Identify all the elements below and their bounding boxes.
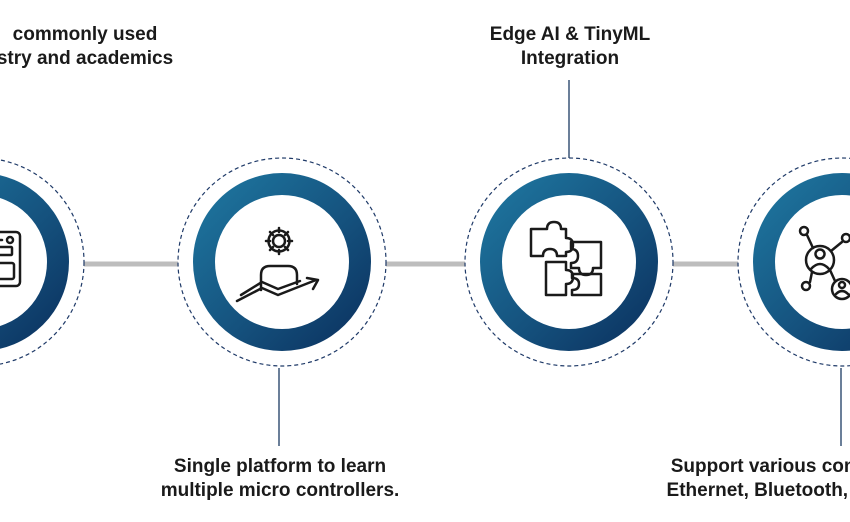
step-3-caption-line-2: Integration (520, 48, 620, 69)
icon-disc (502, 195, 636, 329)
step-2-caption: Single platform to learn multiple micro … (150, 455, 410, 503)
icon-disc (215, 195, 349, 329)
step-4-caption-line-2: Ethernet, Bluetooth, Zigb (666, 480, 850, 501)
step-4-caption: Support various commu Ethernet, Bluetoot… (610, 455, 850, 503)
step-4-caption-line-1: Support various commu (670, 456, 850, 477)
step-node-3 (464, 157, 674, 367)
step-1-caption-line-2: stry and academics (0, 48, 174, 69)
step-2-caption-line-2: multiple micro controllers. (160, 480, 400, 501)
step-2-caption-line-1: Single platform to learn (173, 456, 387, 477)
step-3-caption-line-1: Edge AI & TinyML (489, 24, 651, 45)
icon-disc (0, 198, 47, 326)
step-node-1 (0, 159, 85, 365)
puzzle-icon (529, 220, 603, 297)
step-1-caption: commonly used stry and academics (0, 23, 200, 71)
step-node-2 (177, 157, 387, 367)
network-people-icon (798, 225, 850, 301)
icon-disc (775, 195, 850, 329)
step-1-caption-line-1: commonly used (12, 24, 158, 45)
step-node-4 (737, 157, 850, 367)
step-3-caption: Edge AI & TinyML Integration (460, 23, 680, 71)
gear-person-growth-icon (235, 226, 320, 303)
circuit-board-icon (0, 230, 22, 288)
